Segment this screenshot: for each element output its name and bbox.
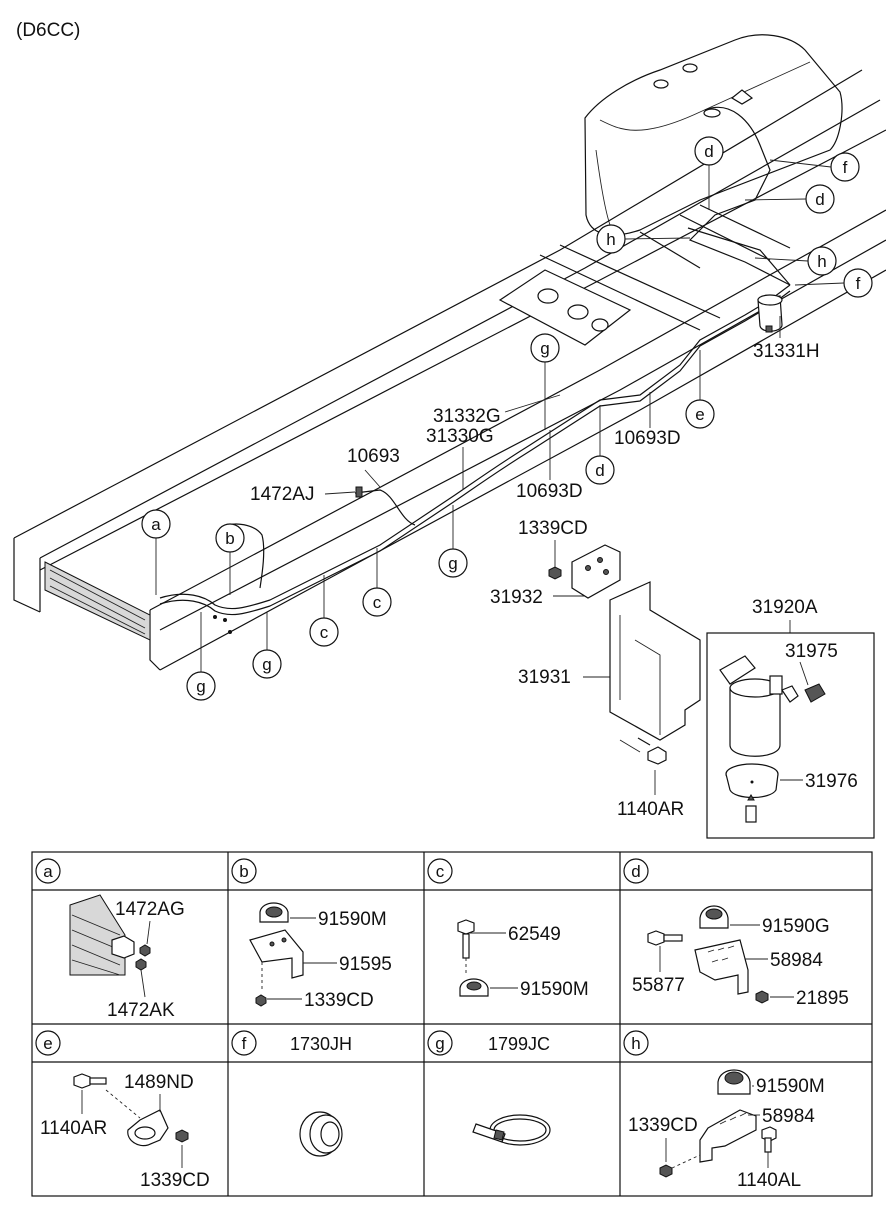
callout-1140AR: 1140AR bbox=[617, 799, 684, 820]
markers: d f d h h f g e d a bbox=[141, 136, 873, 701]
callout-31931: 31931 bbox=[518, 667, 571, 688]
detail-c-part-2: 91590M bbox=[520, 979, 589, 1000]
detail-f-letter: f bbox=[242, 1034, 247, 1053]
callout-10693: 10693 bbox=[347, 446, 400, 467]
detail-e-part-2: 1140AR bbox=[40, 1118, 107, 1139]
callout-31976: 31976 bbox=[805, 771, 858, 792]
fuel-filter-31920A bbox=[719, 655, 826, 823]
marker-d2: d bbox=[815, 190, 824, 209]
detail-table bbox=[31, 851, 873, 1197]
detail-h-part-3: 1339CD bbox=[628, 1115, 698, 1136]
marker-d3: d bbox=[595, 461, 604, 480]
marker-a1: a bbox=[151, 515, 161, 534]
marker-c1: c bbox=[373, 593, 382, 612]
detail-d-part-2: 58984 bbox=[770, 950, 823, 971]
engine-code-label: (D6CC) bbox=[16, 20, 80, 41]
detail-b-part-2: 91595 bbox=[339, 954, 392, 975]
callout-31920A: 31920A bbox=[752, 597, 818, 618]
detail-h-part-1: 91590M bbox=[756, 1076, 825, 1097]
detail-b-letter: b bbox=[239, 862, 248, 881]
marker-h2: h bbox=[817, 252, 826, 271]
detail-f-title: 1730JH bbox=[290, 1034, 352, 1054]
detail-a-part-2: 1472AK bbox=[107, 1000, 175, 1021]
detail-e-part-3: 1339CD bbox=[140, 1170, 210, 1191]
detail-h-letter: h bbox=[631, 1034, 640, 1053]
callout-1472AJ: 1472AJ bbox=[250, 484, 314, 505]
marker-f1: f bbox=[843, 158, 848, 177]
marker-c2: c bbox=[320, 623, 329, 642]
detail-e-part-1: 1489ND bbox=[124, 1072, 194, 1093]
detail-d-part-1: 91590G bbox=[762, 916, 830, 937]
detail-cell-d: 91590G 58984 55877 21895 bbox=[632, 905, 849, 1009]
marker-e1: e bbox=[695, 405, 704, 424]
detail-h-part-4: 1140AL bbox=[737, 1170, 801, 1191]
marker-g1: g bbox=[540, 339, 549, 358]
callout-10693D-a: 10693D bbox=[614, 428, 681, 449]
callout-31975: 31975 bbox=[785, 641, 838, 662]
callout-31330G: 31330G bbox=[426, 426, 494, 447]
detail-h-part-2: 58984 bbox=[762, 1106, 815, 1127]
callout-31331H: 31331H bbox=[753, 341, 820, 362]
detail-g-title: 1799JC bbox=[488, 1034, 550, 1054]
detail-d-letter: d bbox=[631, 862, 640, 881]
marker-h1: h bbox=[606, 230, 615, 249]
callout-31932: 31932 bbox=[490, 587, 543, 608]
detail-a-letter: a bbox=[43, 862, 53, 881]
fuel-filter-31331H bbox=[757, 294, 783, 333]
detail-headers-row2: e f 1730JH g 1799JC h bbox=[35, 1030, 649, 1056]
detail-e-letter: e bbox=[43, 1034, 52, 1053]
filter-bracket-assembly bbox=[548, 544, 701, 765]
detail-headers-row1: a b c d bbox=[35, 858, 649, 884]
callout-1339CD: 1339CD bbox=[518, 518, 588, 539]
detail-cell-h: 91590M 58984 1339CD 1140AL bbox=[628, 1069, 825, 1191]
detail-d-part-4: 21895 bbox=[796, 988, 849, 1009]
detail-g-letter: g bbox=[435, 1034, 444, 1053]
main-callouts: 31331H 31332G 31330G 10693 10693D 10693D… bbox=[250, 316, 858, 820]
detail-cell-e: 1489ND 1140AR 1339CD bbox=[40, 1072, 210, 1191]
detail-c-letter: c bbox=[436, 862, 445, 881]
chassis-frame bbox=[13, 69, 886, 671]
callout-10693D-b: 10693D bbox=[516, 481, 583, 502]
marker-b1: b bbox=[225, 529, 234, 548]
detail-cell-c: 62549 91590M bbox=[457, 919, 589, 1000]
fuel-tank bbox=[584, 34, 843, 236]
detail-d-part-3: 55877 bbox=[632, 975, 685, 996]
detail-a-part-1: 1472AG bbox=[115, 899, 185, 920]
fuel-lines bbox=[159, 106, 791, 616]
marker-g2: g bbox=[448, 554, 457, 573]
marker-d1: d bbox=[704, 142, 713, 161]
detail-cell-f bbox=[299, 1111, 343, 1157]
marker-g4: g bbox=[196, 677, 205, 696]
detail-cell-b: 91590M 91595 1339CD bbox=[249, 902, 392, 1011]
detail-b-part-3: 1339CD bbox=[304, 990, 374, 1011]
detail-b-part-1: 91590M bbox=[318, 909, 387, 930]
callout-31332G: 31332G bbox=[433, 406, 501, 427]
detail-cell-a: 1472AG 1472AK bbox=[69, 894, 185, 1021]
filter-detail-box bbox=[706, 632, 875, 839]
marker-g3: g bbox=[262, 655, 271, 674]
detail-cell-g bbox=[472, 1114, 551, 1146]
marker-f2: f bbox=[856, 274, 861, 293]
detail-c-part-1: 62549 bbox=[508, 924, 561, 945]
